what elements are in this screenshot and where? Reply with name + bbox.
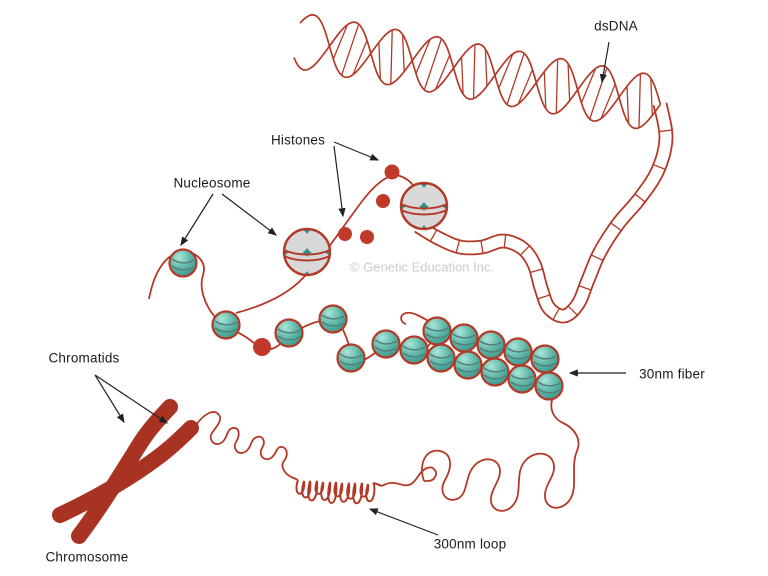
arrow-dsdna xyxy=(599,41,610,84)
label-chromatids: Chromatids xyxy=(48,350,120,366)
chromatid-2 xyxy=(52,420,199,523)
chromatid-1 xyxy=(71,399,178,544)
chromosome-x-shape xyxy=(52,399,199,544)
dna-ladder-tail xyxy=(414,102,674,324)
label-arrows xyxy=(94,41,626,536)
dna-double-helix xyxy=(293,13,662,130)
label-histones: Histones xyxy=(270,132,326,148)
arrow-histones-1 xyxy=(333,141,380,161)
nucleosome-2 xyxy=(399,182,449,232)
arrow-nucleosome-2 xyxy=(221,193,277,236)
coil-300nm-loop xyxy=(295,479,383,504)
label-nucleosome: Nucleosome xyxy=(173,175,251,191)
histone-dot xyxy=(376,194,390,208)
arrow-histones-2 xyxy=(333,145,346,218)
arrow-chromatids-1 xyxy=(94,374,125,424)
histone-dot xyxy=(338,227,352,241)
label-300nm-loop: 300nm loop xyxy=(433,536,507,552)
string-meander-loops xyxy=(421,396,580,512)
histone-dot xyxy=(253,338,271,356)
nucleosome-1 xyxy=(282,228,332,278)
histone-dots xyxy=(253,164,400,356)
histone-dot xyxy=(360,230,374,244)
watermark: © Genetic Education Inc. xyxy=(350,259,494,275)
string-nucleosome-sweep xyxy=(235,174,421,314)
label-chromosome: Chromosome xyxy=(45,549,129,565)
string-chromosome-squiggle xyxy=(195,411,299,481)
arrow-chromatids-2 xyxy=(94,374,168,424)
fiber-30nm-bead-cluster xyxy=(422,316,564,401)
arrow-300nm-loop xyxy=(368,508,439,536)
histone-dot xyxy=(384,164,400,180)
label-30nm-fiber: 30nm fiber xyxy=(639,366,705,382)
label-dsdna: dsDNA xyxy=(594,18,638,34)
string-loop-connector xyxy=(381,466,437,487)
arrow-nucleosome-1 xyxy=(180,193,214,247)
